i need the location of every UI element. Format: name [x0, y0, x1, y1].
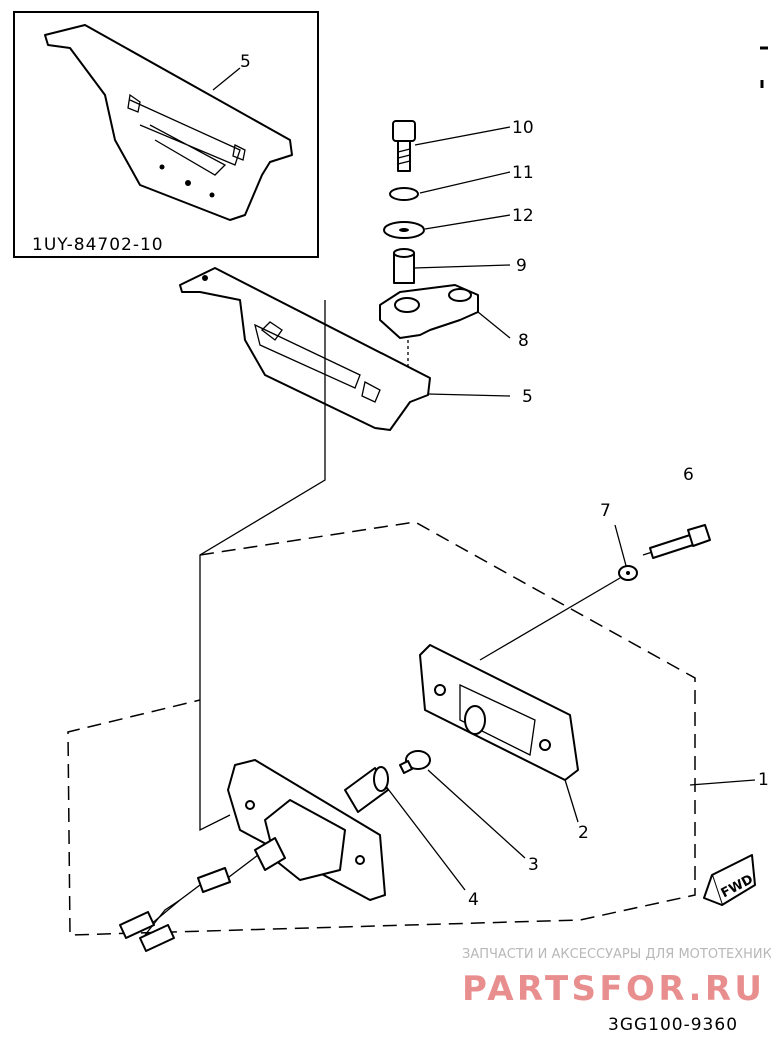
inset-part-code: 1UY-84702-10	[32, 235, 164, 255]
callout-11: 11	[512, 163, 534, 183]
washer-12	[383, 221, 425, 239]
diagram-code: 3GG100-9360	[608, 1015, 738, 1035]
callout-6: 6	[683, 465, 694, 485]
watermark-line2: PARTSFOR.RU	[462, 969, 762, 1009]
callout-5: 5	[522, 387, 533, 407]
callout-4: 4	[468, 890, 479, 910]
washer-7	[618, 565, 638, 581]
bracket-alt-drawing	[44, 24, 293, 221]
bracket-5	[179, 267, 431, 431]
callout-8: 8	[518, 331, 529, 351]
lamp-housing	[227, 759, 386, 901]
collar-9	[393, 248, 415, 284]
watermark-line1: ЗАПЧАСТИ И АКСЕССУАРЫ ДЛЯ МОТОТЕХНИКИ	[462, 947, 771, 962]
bracket-8	[379, 284, 479, 339]
bolt-6	[649, 524, 711, 559]
bulb-3	[399, 750, 431, 774]
callout-3: 3	[528, 855, 539, 875]
callout-10: 10	[512, 118, 534, 138]
inset-panel: 5 1UY-84702-10	[13, 11, 319, 258]
watermark: ЗАПЧАСТИ И АКСЕССУАРЫ ДЛЯ МОТОТЕХНИКИ PA…	[462, 947, 771, 1009]
lens-2	[419, 644, 579, 781]
callout-1: 1	[758, 770, 769, 790]
callout-2: 2	[578, 823, 589, 843]
inset-callout-5: 5	[240, 52, 251, 72]
callout-9: 9	[516, 256, 527, 276]
bolt-10	[392, 120, 416, 172]
lock-washer-11	[389, 187, 419, 201]
callout-12: 12	[512, 206, 534, 226]
wire-harness	[119, 854, 259, 952]
callout-7: 7	[600, 501, 611, 521]
socket-4	[344, 766, 389, 813]
fwd-arrow-icon: FWD	[703, 854, 756, 906]
